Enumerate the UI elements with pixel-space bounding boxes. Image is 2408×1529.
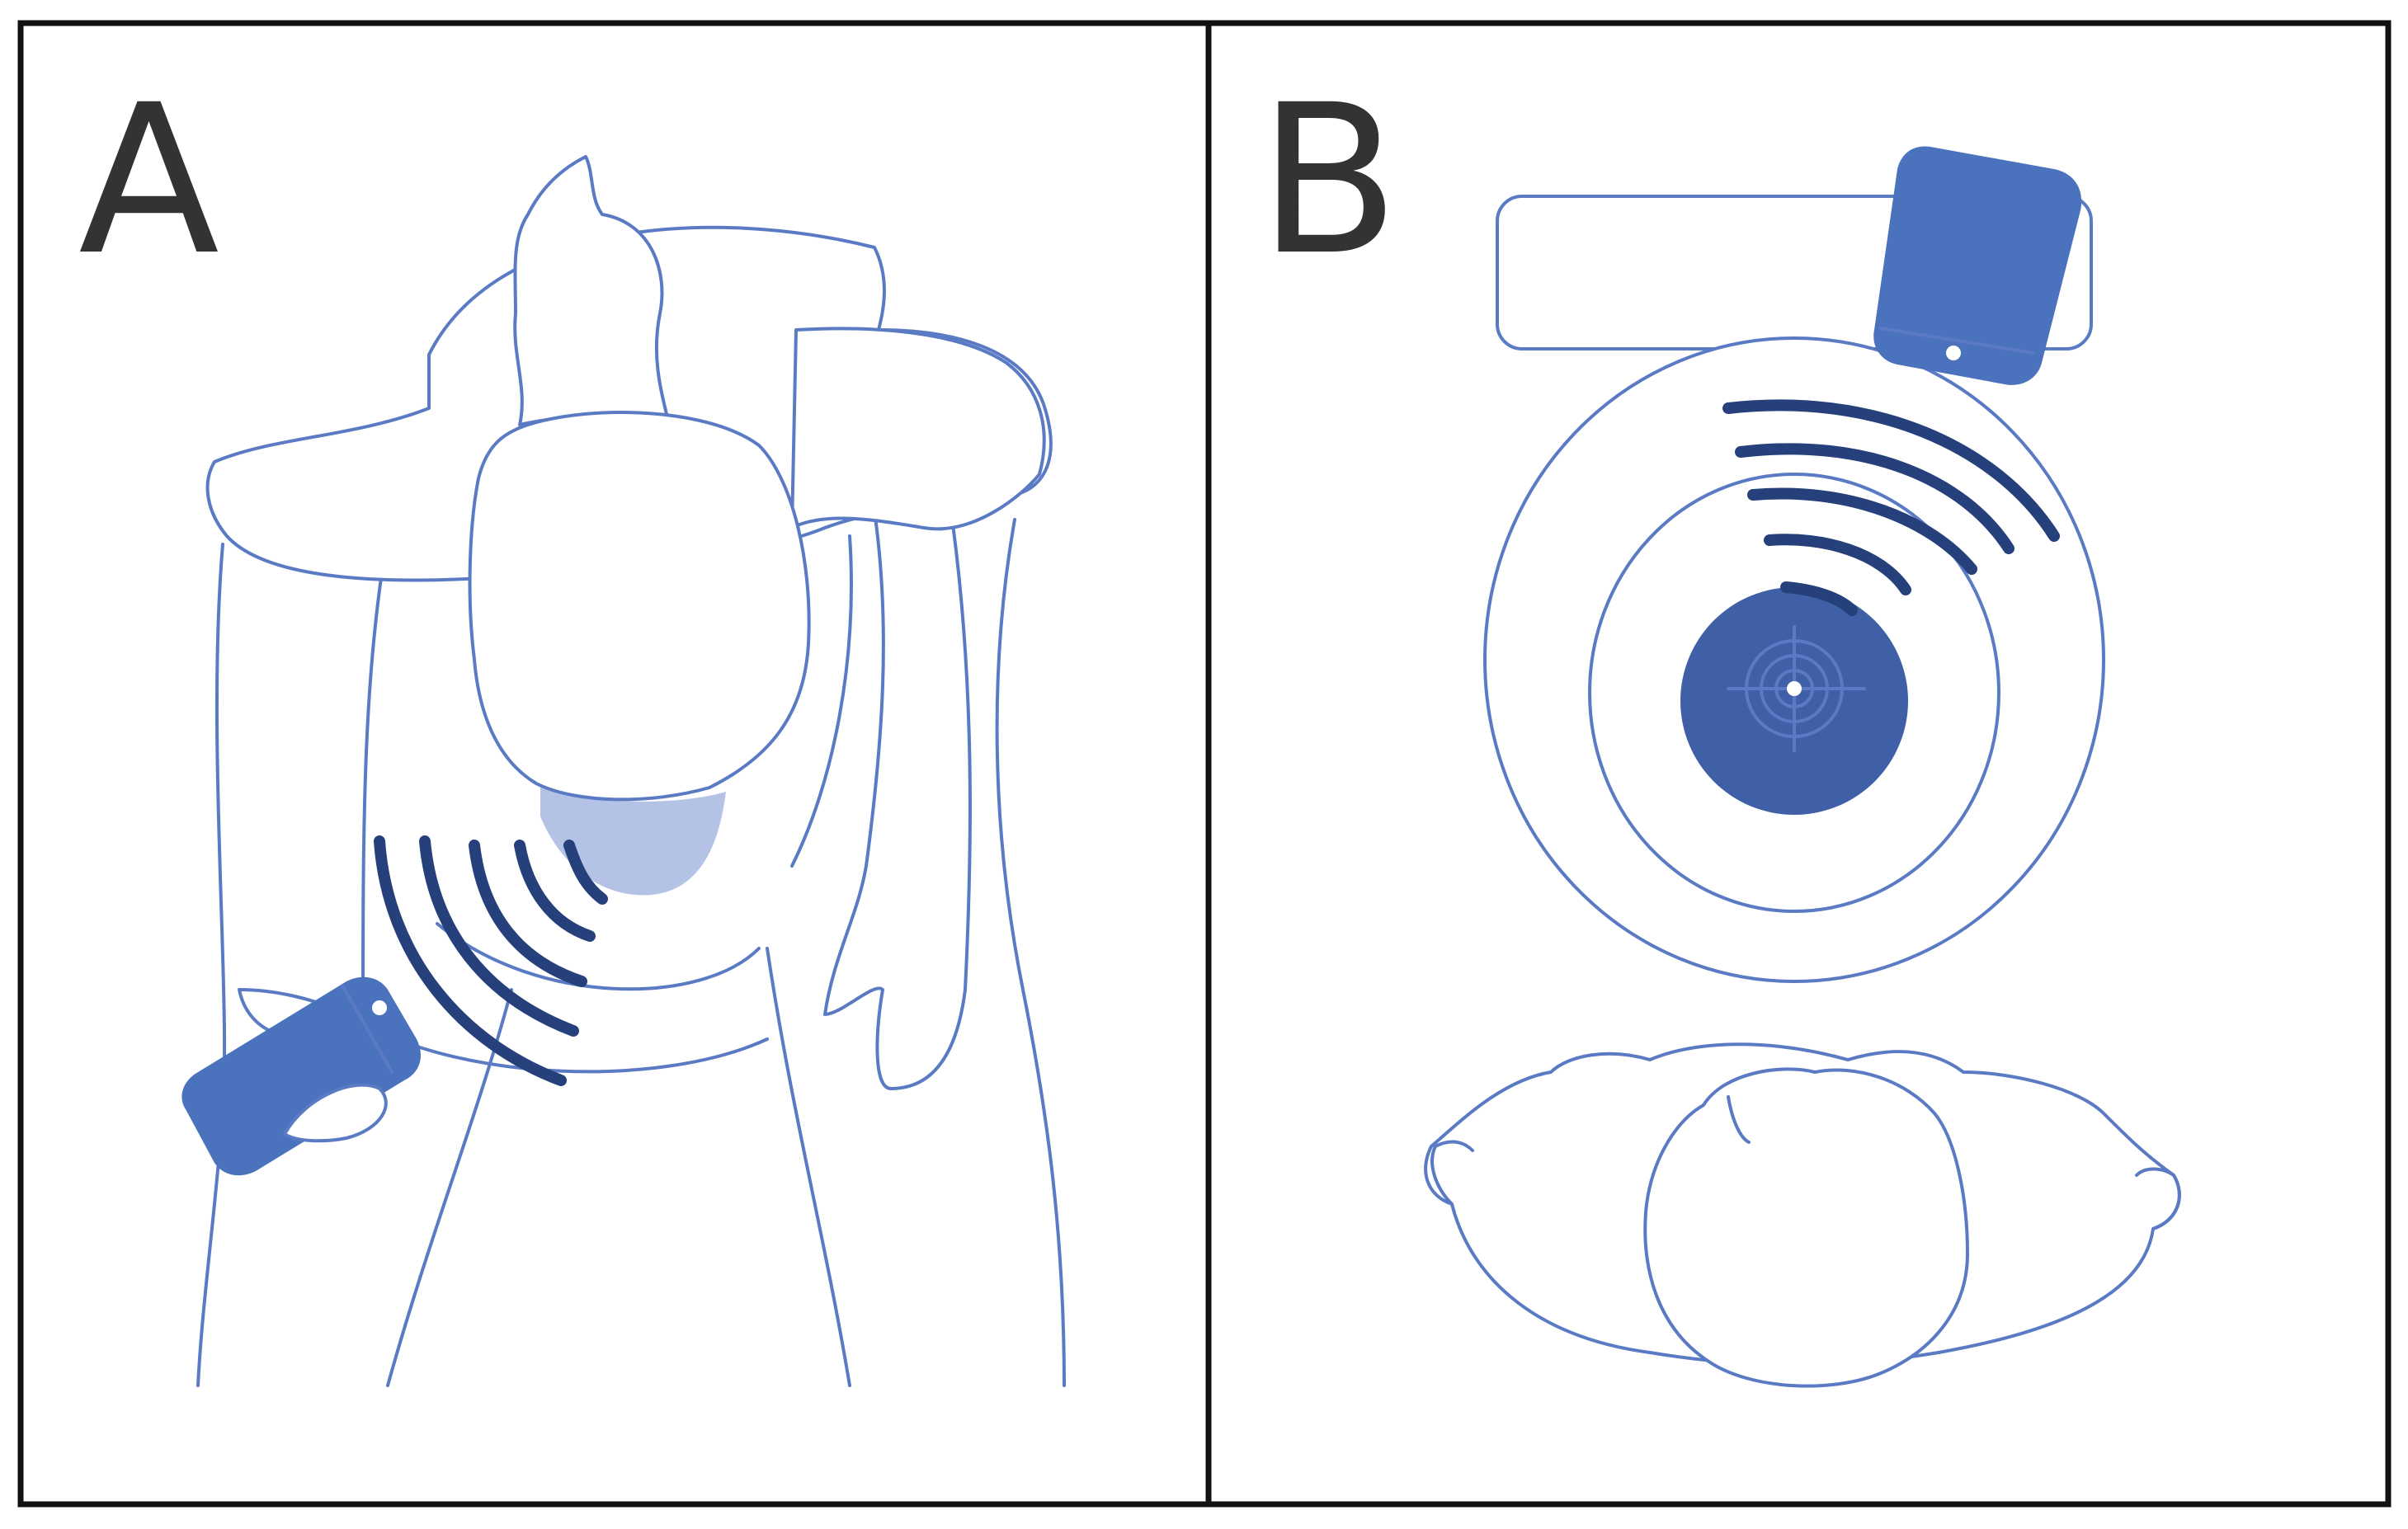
phone-button-a xyxy=(372,1000,387,1015)
wave-a-3 xyxy=(469,840,587,987)
signal-waves-a xyxy=(374,835,608,1086)
phone-body-b xyxy=(1873,146,2082,385)
right-leg-outline xyxy=(995,518,1066,1387)
panel-a-label: A xyxy=(78,60,219,300)
smartphone-a xyxy=(181,976,421,1176)
head xyxy=(468,411,811,802)
right-leg-inner xyxy=(766,947,851,1387)
belly-line xyxy=(436,922,761,991)
torso-right xyxy=(790,534,853,868)
wave-a-2 xyxy=(514,840,596,942)
wave-b-5 xyxy=(1722,399,2060,542)
panel-frames xyxy=(17,20,2392,1508)
wave-a-5 xyxy=(374,835,567,1086)
wave-a-1 xyxy=(563,840,608,905)
wave-b-1 xyxy=(1780,581,1858,616)
phone-edge-b xyxy=(1879,327,2035,355)
torso-left xyxy=(361,534,389,1024)
panel-b-illustration xyxy=(1424,146,2181,1388)
panel-b-label: B xyxy=(1258,60,1400,300)
signal-waves-b xyxy=(1722,399,2060,616)
hair-part xyxy=(1727,1095,1751,1144)
person-top-view xyxy=(1424,1042,2181,1388)
thumb xyxy=(283,1083,388,1143)
crosshair-center xyxy=(1787,681,1802,696)
head-top-view xyxy=(1643,1067,1969,1388)
wave-b-2 xyxy=(1764,534,1911,595)
wave-b-4 xyxy=(1735,443,2015,554)
target-icon xyxy=(1680,587,1908,815)
right-arm xyxy=(823,493,972,1090)
wave-b-3 xyxy=(1747,487,1977,575)
right-forearm xyxy=(790,327,1046,531)
phone-button-b xyxy=(1946,346,1961,360)
wave-a-4 xyxy=(419,835,579,1037)
left-leg-outline xyxy=(196,543,227,1387)
left-ear xyxy=(1430,1140,1474,1206)
panel-b-frame xyxy=(1205,20,2392,1508)
smartphone-b xyxy=(1873,146,2082,385)
phone-edge-a xyxy=(341,984,393,1074)
hair-tuft xyxy=(513,155,670,426)
phone-body-a xyxy=(181,976,421,1176)
panel-a-illustration xyxy=(181,155,1066,1387)
stomach-highlight xyxy=(540,783,726,896)
right-ear xyxy=(2135,1167,2181,1230)
